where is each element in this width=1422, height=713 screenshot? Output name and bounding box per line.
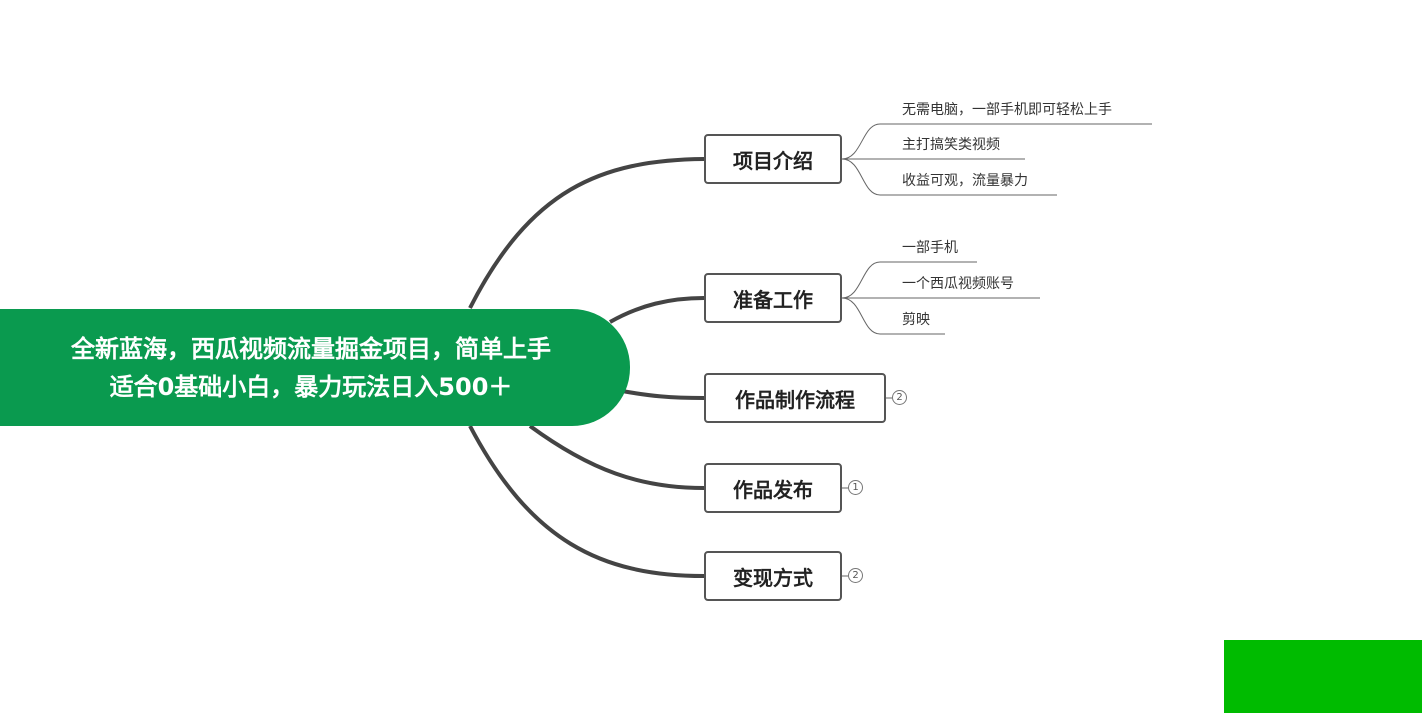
- connector-root-branch-5: [468, 425, 705, 578]
- branch-topic-label: 变现方式: [733, 565, 813, 590]
- leaf-topic[interactable]: 无需电脑，一部手机即可轻松上手: [902, 102, 1112, 118]
- leaf-topic[interactable]: 一部手机: [902, 240, 958, 256]
- leaf-topic[interactable]: 剪映: [902, 312, 930, 328]
- leaf-topic[interactable]: 主打搞笑类视频: [902, 137, 1000, 153]
- leaf-topic[interactable]: 收益可观，流量暴力: [902, 173, 1028, 189]
- branch-topic-label: 项目介绍: [733, 148, 813, 173]
- connector-b2-leaf-3: [841, 297, 945, 335]
- branch-topic-label: 作品制作流程: [735, 387, 855, 412]
- connector-root-branch-1: [468, 157, 705, 309]
- branch-topic-label: 作品发布: [733, 477, 813, 502]
- connector-b1-leaf-1: [841, 123, 1152, 160]
- branch-topic-production[interactable]: 作品制作流程: [704, 373, 886, 423]
- connector-root-branch-3: [621, 389, 705, 400]
- collapsed-count-badge[interactable]: 1: [848, 480, 863, 495]
- connector-b2-leaf-1: [841, 261, 977, 299]
- root-topic-line-2: 适合0基础小白，暴力玩法日入500＋: [109, 372, 513, 401]
- connector-root-branch-4: [528, 424, 705, 490]
- leaf-topic[interactable]: 一个西瓜视频账号: [902, 276, 1014, 292]
- branch-topic-label: 准备工作: [733, 287, 813, 312]
- connector-root-branch-2: [609, 296, 705, 324]
- branch-topic-monetization[interactable]: 变现方式: [704, 551, 842, 601]
- root-topic-line-1: 全新蓝海，西瓜视频流量掘金项目，简单上手: [71, 334, 551, 363]
- branch-topic-intro[interactable]: 项目介绍: [704, 134, 842, 184]
- collapsed-count-badge[interactable]: 2: [892, 390, 907, 405]
- collapsed-count-badge[interactable]: 2: [848, 568, 863, 583]
- corner-green-block: [1224, 640, 1422, 713]
- branch-topic-preparation[interactable]: 准备工作: [704, 273, 842, 323]
- branch-topic-publish[interactable]: 作品发布: [704, 463, 842, 513]
- connector-b1-leaf-3: [841, 158, 1057, 196]
- root-topic[interactable]: 全新蓝海，西瓜视频流量掘金项目，简单上手 适合0基础小白，暴力玩法日入500＋: [0, 309, 630, 426]
